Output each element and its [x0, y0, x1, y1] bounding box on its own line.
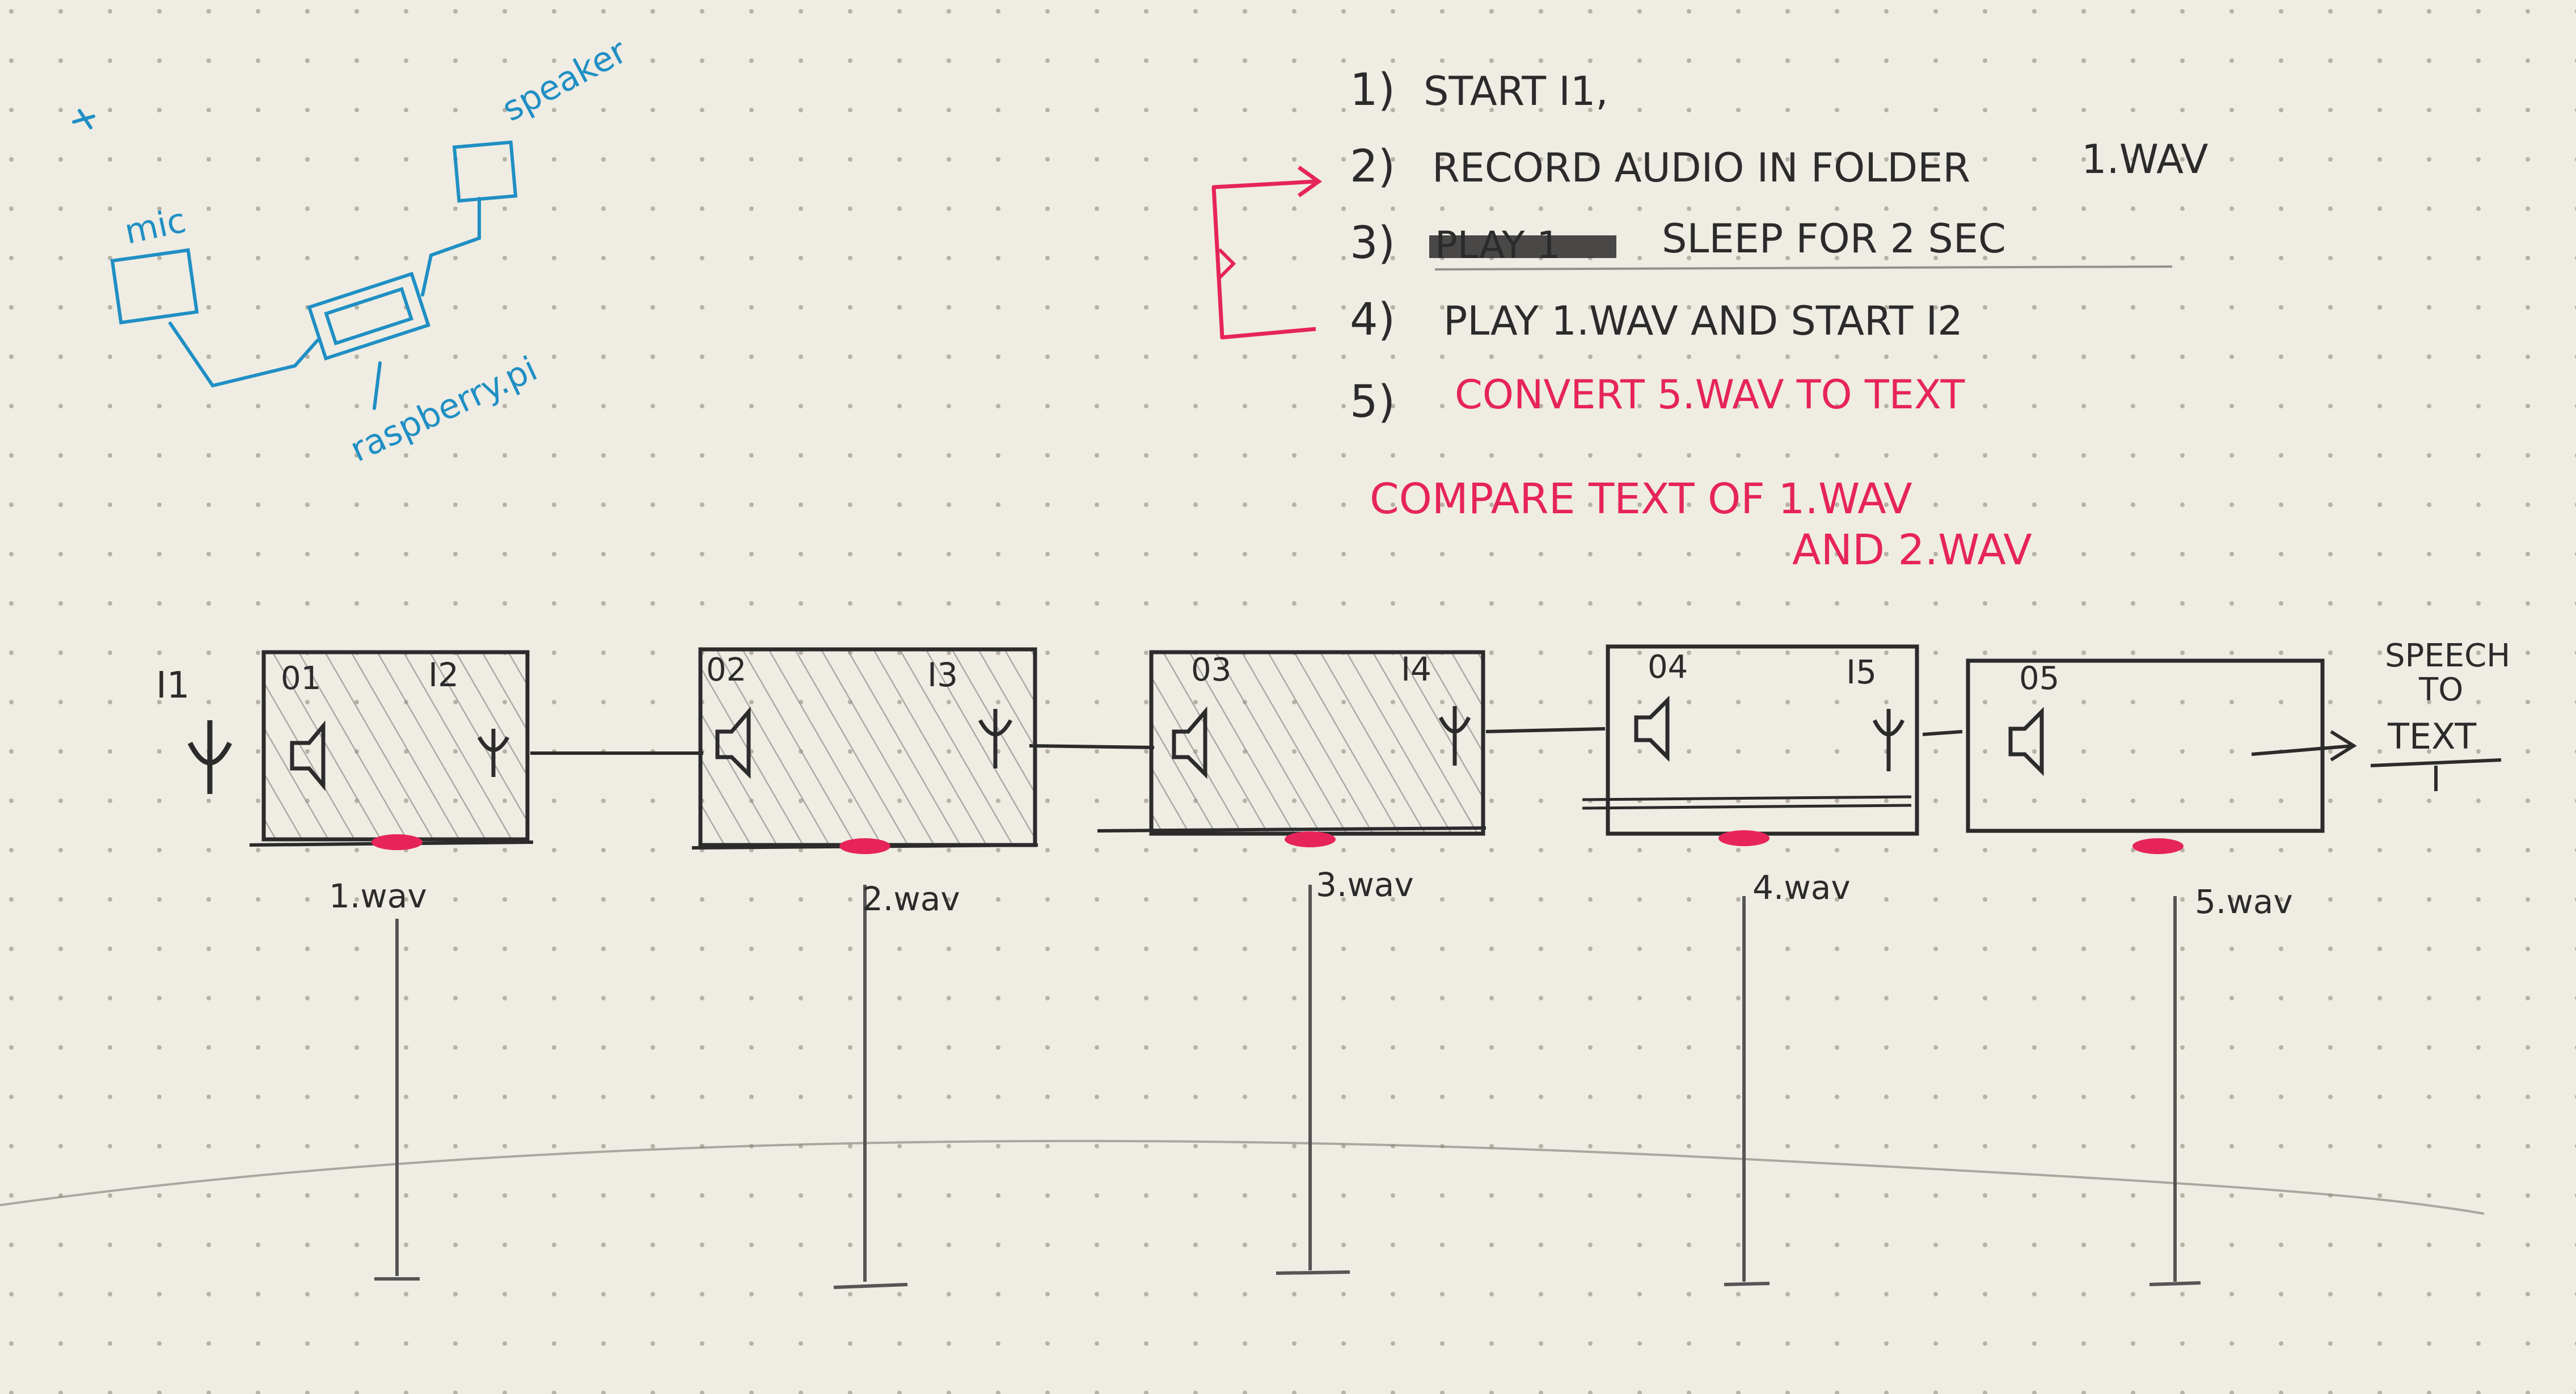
wire-02-03: [1029, 744, 1155, 749]
device-01-output-label: I2: [428, 656, 459, 694]
device-02-stand: [833, 885, 908, 1289]
device-04-sensor: [1718, 830, 1770, 846]
device-01-mic-icon: [477, 729, 510, 777]
device-chain: [530, 727, 1963, 755]
raspberry-pi-inner: [324, 286, 414, 346]
device-04-id: 04: [1648, 649, 1688, 686]
loop-mark: [1218, 248, 1236, 280]
mic-to-pi-wire: [168, 322, 319, 388]
speech-to-text-underline: [2370, 758, 2502, 791]
device-01-input-mic-icon: [187, 720, 233, 794]
device-01: 01 I2 1.wav I1: [156, 650, 534, 1281]
device-05-box: [1966, 658, 2325, 833]
device-04: 04 I5 4.wav: [1582, 644, 1919, 1286]
device-02-speaker-icon: [715, 706, 751, 779]
device-02-sensor: [839, 838, 890, 854]
device-03-sensor: [1285, 831, 1336, 847]
compare-line-1: COMPARE TEXT OF 1.WAV: [1370, 475, 1912, 523]
wire-03-04: [1485, 727, 1606, 733]
device-05-sensor: [2132, 838, 2184, 854]
mic-box: [110, 248, 199, 325]
step-1-text: START I1,: [1424, 68, 1608, 115]
device-01-stand: [374, 919, 420, 1281]
step-3-strikeout: [1429, 235, 1616, 258]
device-02-file: 2.wav: [862, 880, 960, 918]
device-02: 02 I3 2.wav: [691, 647, 1038, 1289]
device-01-speaker-icon: [290, 720, 326, 791]
pi-to-speaker-wire: [421, 197, 481, 297]
device-01-id: 01: [281, 660, 321, 697]
device-02-output-label: I3: [927, 656, 958, 694]
device-01-input-label: I1: [156, 665, 190, 707]
device-03-id: 03: [1191, 652, 1231, 688]
device-05-id: 05: [2019, 660, 2059, 697]
device-05-output-arrow: [2251, 730, 2357, 762]
device-02-id: 02: [706, 652, 746, 688]
device-04-mic-icon: [1872, 709, 1905, 771]
step-2-text: RECORD AUDIO IN FOLDER: [1432, 145, 1970, 191]
device-03-base: [1097, 826, 1487, 833]
device-05: 05 5.wav: [1966, 658, 2357, 1286]
step-5-text: CONVERT 5.WAV TO TEXT: [1455, 371, 1965, 418]
hardware-sketch: [72, 109, 518, 410]
speech-to-text-line-2: TO: [2418, 671, 2463, 708]
device-05-file: 5.wav: [2195, 882, 2293, 921]
speech-to-text-label: SPEECH TO TEXT: [2370, 637, 2510, 791]
step-3-number: 3): [1350, 218, 1395, 269]
step-2-suffix: 1.WAV: [2081, 136, 2208, 183]
speech-to-text-line-1: SPEECH: [2385, 637, 2510, 674]
steps-list: 1) START I1, 2) RECORD AUDIO IN FOLDER 1…: [1211, 65, 2208, 575]
page-curve: [0, 1139, 2485, 1215]
pi-pointer-line: [373, 361, 382, 410]
speaker-box: [452, 140, 518, 203]
step-4-number: 4): [1350, 294, 1395, 345]
raspberry-pi-box: [307, 272, 430, 361]
step-4-text: PLAY 1.WAV AND START I2: [1443, 298, 1963, 344]
step-2-number: 2): [1350, 141, 1395, 192]
wire-04-05: [1922, 730, 1963, 736]
step-5-number: 5): [1350, 377, 1395, 428]
device-03-stand: [1276, 885, 1350, 1275]
loop-bracket: [1211, 179, 1316, 340]
device-04-stand: [1724, 896, 1770, 1286]
device-04-base: [1582, 795, 1912, 810]
device-03: 03 I4 3.wav: [1097, 650, 1487, 1275]
device-03-output-label: I4: [1401, 650, 1431, 688]
device-04-output-label: I5: [1846, 653, 1877, 691]
device-03-mic-icon: [1438, 706, 1471, 766]
device-01-file: 1.wav: [329, 877, 427, 915]
step-3-text: SLEEP FOR 2 SEC: [1662, 216, 2006, 262]
step-1-number: 1): [1350, 65, 1395, 116]
sketch-corner-mark: [72, 109, 95, 129]
device-05-stand: [2149, 896, 2201, 1286]
device-02-mic-icon: [978, 709, 1013, 768]
device-03-file: 3.wav: [1316, 865, 1414, 904]
step-3-underline: [1434, 265, 2173, 271]
device-05-speaker-icon: [2008, 707, 2044, 776]
speech-to-text-line-3: TEXT: [2387, 716, 2477, 757]
device-03-speaker-icon: [1172, 706, 1207, 779]
device-04-speaker-icon: [1634, 695, 1670, 762]
loop-arrowhead: [1297, 166, 1323, 197]
device-04-file: 4.wav: [1752, 868, 1851, 907]
device-01-sensor: [371, 834, 423, 850]
compare-line-2: AND 2.WAV: [1792, 526, 2032, 575]
